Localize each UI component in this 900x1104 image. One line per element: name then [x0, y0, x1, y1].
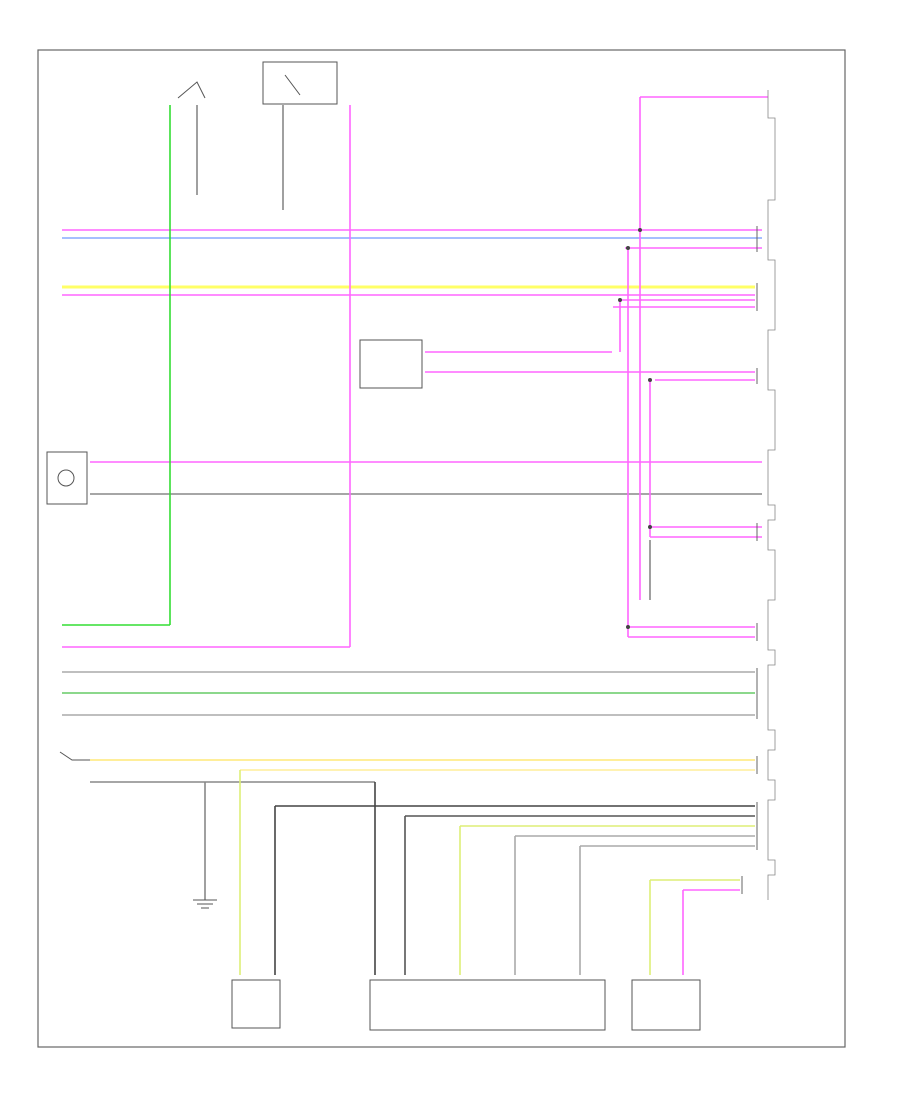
wire-group-vertical — [169, 97, 684, 975]
splice-group — [618, 228, 652, 629]
splice-dot — [626, 625, 630, 629]
component-group — [46, 61, 701, 1031]
relay-box-top — [262, 61, 338, 105]
cruise-switch-box — [631, 979, 701, 1031]
fuel-level-sensor-symbol — [57, 469, 75, 487]
wire-group-horizontal — [62, 96, 768, 891]
top-switch-symbol — [177, 81, 206, 99]
ignition-switch-symbol — [59, 751, 90, 761]
fuel-level-sensor-box — [46, 451, 88, 505]
splice-dot — [638, 228, 642, 232]
splice-dot — [618, 298, 622, 302]
connector-pin-group — [741, 226, 758, 894]
relay-switch-arm — [284, 74, 301, 96]
steering-switch-box — [369, 979, 606, 1031]
diagram-border — [37, 49, 846, 1048]
module-outline-right — [767, 90, 776, 900]
splice-dot — [648, 378, 652, 382]
data-connector-box — [359, 339, 423, 389]
splice-dot — [648, 525, 652, 529]
splice-dot — [626, 246, 630, 250]
brake-switch-box — [231, 979, 281, 1029]
